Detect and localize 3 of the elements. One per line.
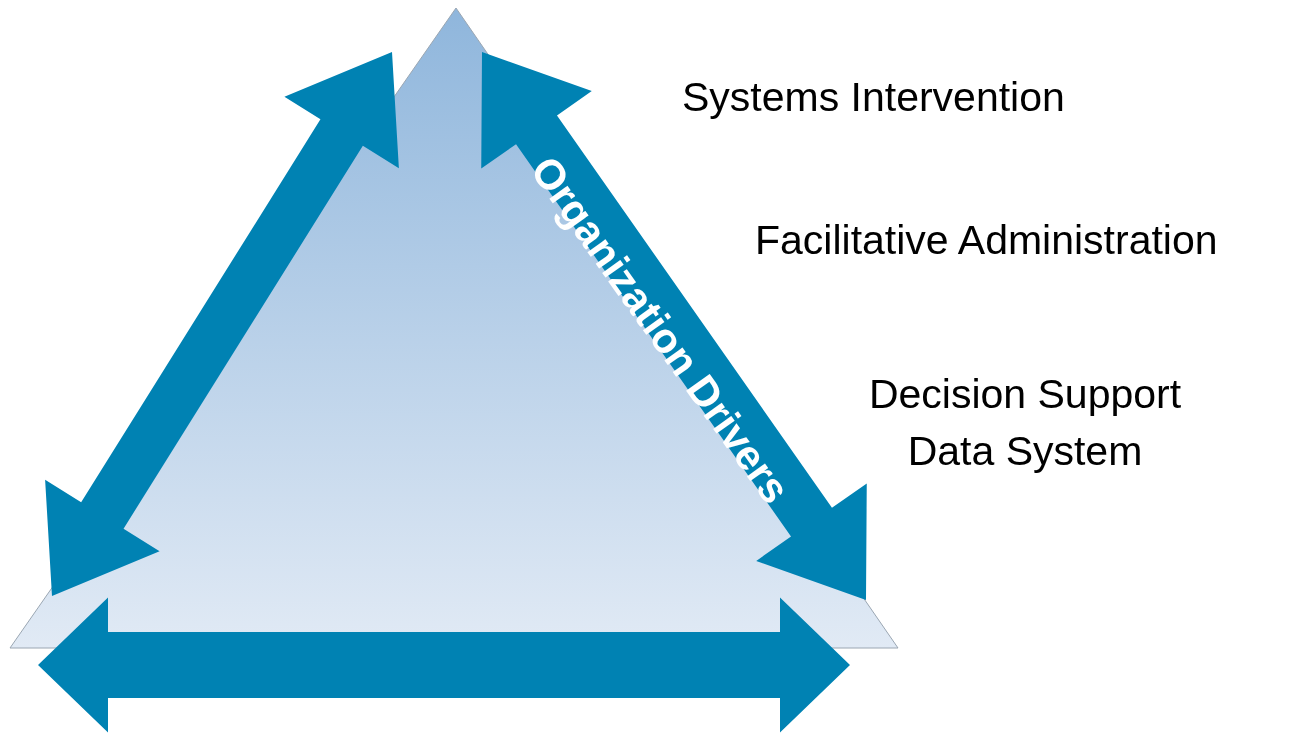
side-label: Decision Support Data System	[867, 370, 1183, 476]
side-label: Facilitative Administration	[755, 216, 1218, 265]
side-label: Systems Intervention	[682, 73, 1065, 122]
